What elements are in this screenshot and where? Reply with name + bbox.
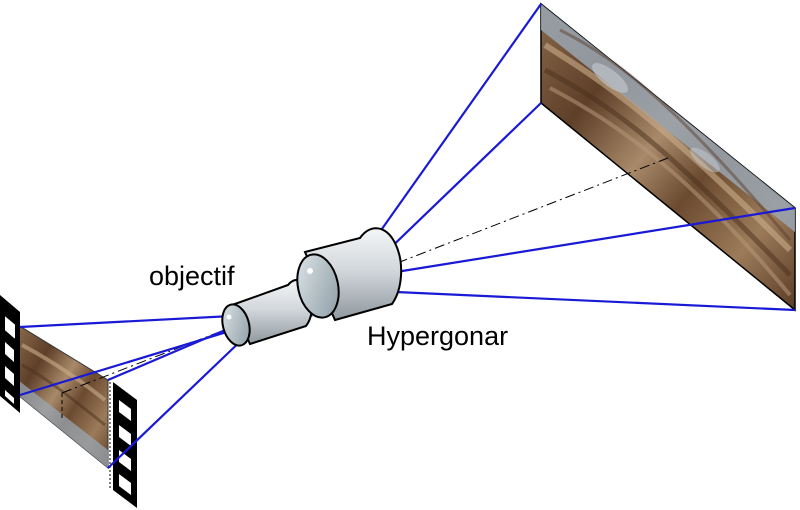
light-rays: [19, 3, 796, 469]
objective-lens-icon: [221, 278, 314, 347]
hypergonar-label: Hypergonar: [367, 321, 509, 351]
projection-screen: [540, 2, 796, 312]
objective-label: objectif: [149, 261, 235, 291]
film-image: [17, 324, 109, 470]
hypergonar-lens-icon: [296, 227, 403, 322]
film-strip-icon: [0, 295, 137, 508]
